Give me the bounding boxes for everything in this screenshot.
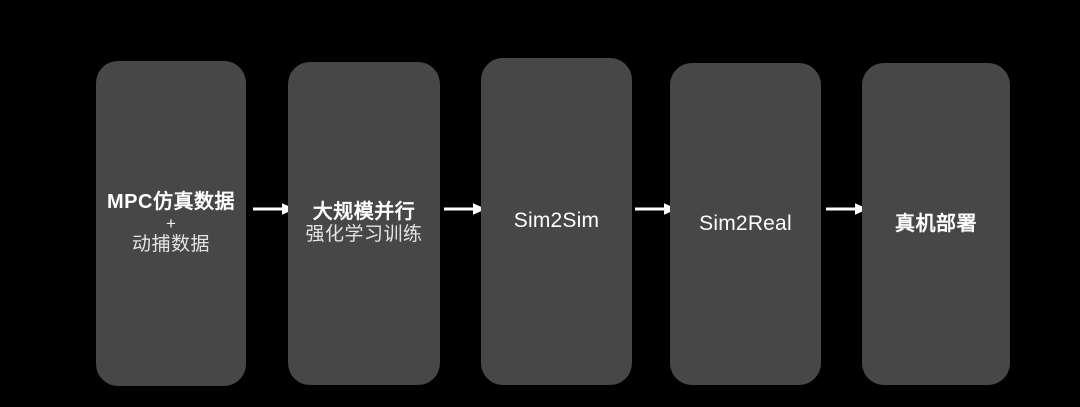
stage-text-block: Sim2Real: [670, 212, 821, 236]
stage-text-block: 大规模并行 强化学习训练: [288, 201, 440, 246]
stage-text-block: MPC仿真数据 + 动捕数据: [96, 191, 246, 255]
stage-line-plus: +: [166, 214, 176, 234]
stage-line-primary: Sim2Sim: [513, 209, 600, 233]
arrow-right-icon: [444, 202, 486, 216]
stage-box-sim2sim[interactable]: Sim2Sim: [481, 58, 632, 385]
stage-line-secondary: 强化学习训练: [305, 224, 423, 246]
stage-line-primary: Sim2Real: [699, 211, 792, 235]
stage-line-secondary: 动捕数据: [131, 233, 210, 255]
stage-box-large-scale-parallel-rl-training[interactable]: 大规模并行 强化学习训练: [288, 62, 440, 385]
stage-line-primary: 真机部署: [895, 212, 977, 235]
stage-line-primary: MPC仿真数据: [107, 191, 235, 214]
stage-text-block: Sim2Sim: [481, 209, 632, 233]
stage-line-primary: 大规模并行: [312, 201, 416, 224]
stage-box-real-robot-deployment[interactable]: 真机部署: [862, 63, 1010, 385]
arrow-right-icon: [826, 202, 868, 216]
stage-box-mpc-sim-data[interactable]: MPC仿真数据 + 动捕数据: [96, 61, 246, 386]
stage-box-sim2real[interactable]: Sim2Real: [670, 63, 821, 385]
stage-text-block: 真机部署: [862, 213, 1010, 236]
